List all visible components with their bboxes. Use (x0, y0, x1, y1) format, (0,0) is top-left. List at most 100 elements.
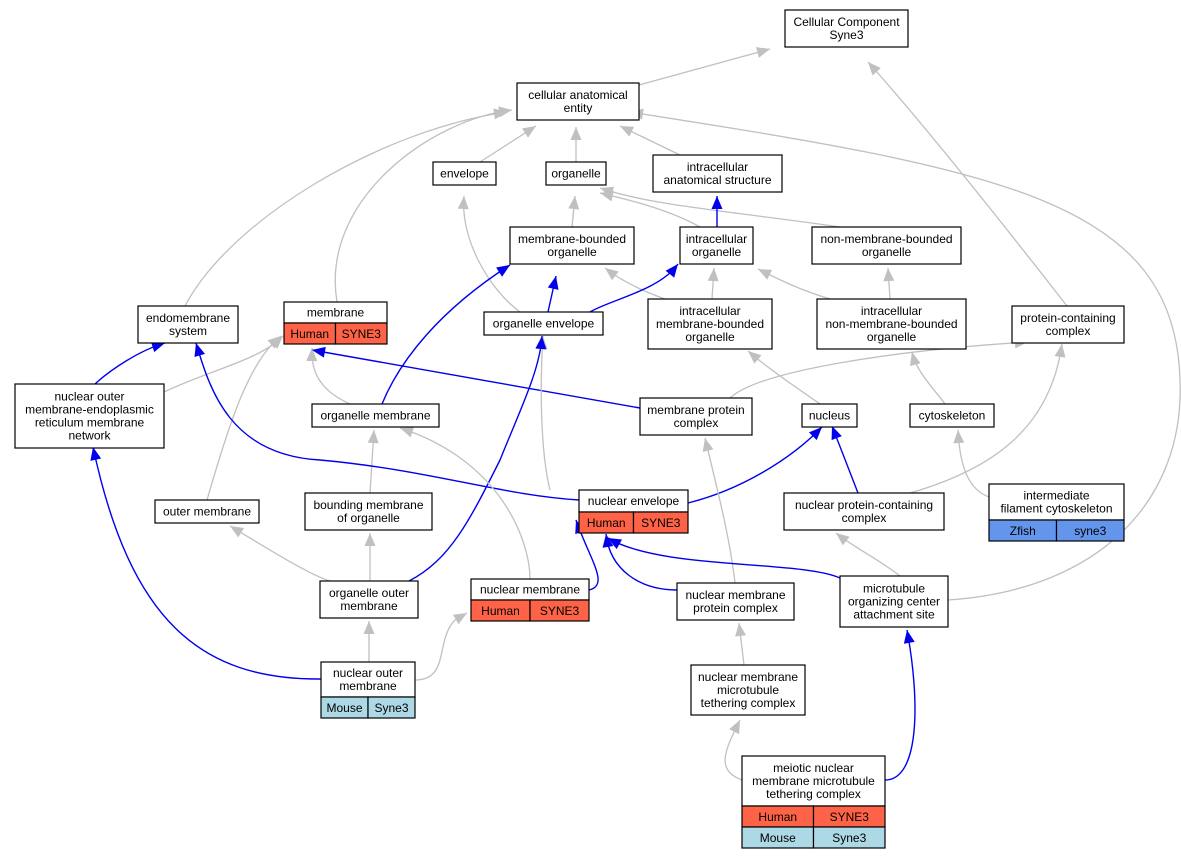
intracellular-non-membrane-bounded-organelle-node[interactable]: intracellularnon-membrane-boundedorganel… (816, 298, 967, 350)
node-box (432, 161, 497, 186)
arrowhead-mbo-org (568, 196, 580, 210)
node-label-line: intracellular (679, 304, 740, 318)
node-label-line: membrane (339, 679, 397, 693)
node-label-line: protein-containing (1020, 311, 1115, 325)
node-label-line: Syne3 (829, 28, 863, 42)
edge-nenv-is_a-oenv (540, 335, 551, 491)
node-label-line: nuclear envelope (588, 494, 680, 508)
node-label-line: membrane microtubule (752, 774, 875, 788)
species-label: Human (481, 604, 520, 618)
arrowhead-org-cae (570, 127, 582, 140)
arrowhead-mpc-mem (312, 346, 326, 358)
edge-oom-is_a-outm (229, 525, 331, 582)
edge-cae-is_a-cc (638, 48, 771, 86)
node-label-line: network (68, 429, 111, 443)
node-label-line: tethering complex (701, 696, 796, 710)
node-label-line: intracellular (686, 232, 747, 246)
gene-cell (632, 511, 689, 534)
species-label: Zfish (1010, 524, 1036, 538)
arrowhead-mtoc-nenv (608, 538, 623, 550)
cytoskeleton-node[interactable]: cytoskeleton (909, 403, 995, 428)
edge-es-is_a-cae (184, 111, 508, 307)
node-box (988, 483, 1125, 521)
envelope-node[interactable]: envelope (432, 161, 497, 186)
node-box (647, 298, 773, 350)
arrowhead-oom-oenv (535, 336, 547, 350)
node-label-line: organelle envelope (493, 317, 595, 331)
node-label-line: meiotic nuclear (773, 761, 854, 775)
gene-cell (529, 599, 590, 622)
node-box (304, 492, 433, 531)
edge-nom-is_a-nmem (414, 612, 468, 681)
node-label-line: membrane-bounded (656, 317, 764, 331)
node-label-line: system (169, 324, 207, 338)
node-box (545, 161, 607, 186)
arrowhead-env-cae (522, 126, 536, 138)
organelle-membrane-node[interactable]: organelle membrane (311, 403, 440, 428)
arrowhead-bmo-omem (367, 430, 379, 444)
edge-nmbo-is_a-org (599, 187, 841, 228)
outer-membrane-node[interactable]: outer membrane (154, 499, 260, 524)
node-label-line: complex (842, 511, 887, 525)
edge-omem-part_of-mbo (381, 264, 511, 405)
edge-outm-is_a-mem (206, 335, 282, 501)
node-label-line: cytoskeleton (919, 409, 986, 423)
organelle-node[interactable]: organelle (545, 161, 607, 186)
node-label-line: of organelle (337, 511, 400, 525)
node-label-line: nuclear outer (54, 390, 124, 404)
arrowhead-nom-nmem (452, 613, 467, 625)
node-label-line: outer membrane (163, 505, 251, 519)
edge-mem-is_a-cae (334, 109, 513, 303)
nuclear-outer-membrane-er-network-node[interactable]: nuclear outermembrane-endoplasmicreticul… (14, 383, 165, 449)
node-label-line: membrane-bounded (518, 232, 626, 246)
node-box (320, 661, 416, 698)
node-box (811, 226, 962, 265)
edge-mnmmtc-part_of-mtoc (884, 629, 916, 781)
node-box (311, 403, 440, 428)
arrowhead-mnmmtc-nmmtc (729, 720, 740, 735)
arrowhead-nmpc-nenv (602, 534, 614, 548)
arrowhead-omem-mem (306, 348, 318, 362)
node-box (839, 575, 949, 628)
node-box (909, 403, 995, 428)
node-label-line: endomembrane (146, 311, 230, 325)
nucleus-node[interactable]: nucleus (801, 403, 858, 428)
edge-mtoc-part_of-nenv (607, 537, 841, 579)
arrowhead-inmbo-io (758, 269, 773, 280)
arrowhead-nom-nomer (90, 447, 102, 461)
arrowhead-pcc-cc (868, 62, 881, 76)
node-label-line: protein complex (693, 601, 778, 615)
arrowhead-imbo-io (707, 268, 719, 282)
node-box (783, 492, 945, 531)
gene-label: SYNE3 (342, 327, 382, 341)
node-box (639, 397, 753, 436)
gene-label: Syne3 (832, 831, 866, 845)
organelle-envelope-node[interactable]: organelle envelope (483, 311, 604, 336)
gene-label: syne3 (1074, 524, 1106, 538)
node-label-line: Cellular Component (793, 15, 900, 29)
edge-oom-part_of-oenv (408, 335, 543, 582)
node-label-line: intracellular (861, 304, 922, 318)
